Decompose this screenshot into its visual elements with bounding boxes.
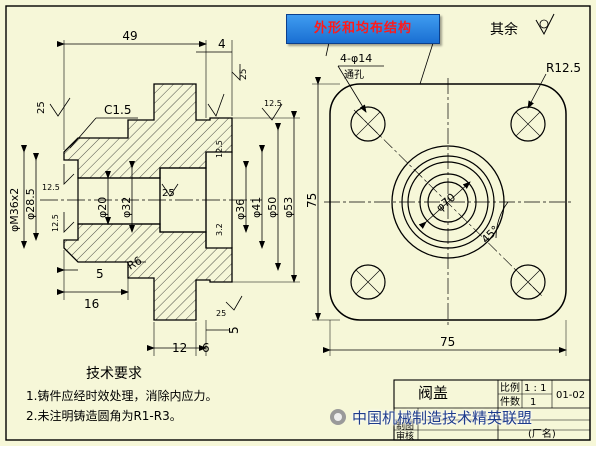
drawing-no: 01-02 <box>556 390 585 401</box>
rough-12-5-b: 12.5 <box>42 183 60 192</box>
draw-label: 制图 <box>396 420 414 432</box>
holes-label: 4-φ14 <box>340 52 372 65</box>
qty-label: 件数 <box>500 395 520 408</box>
dim-49: 49 <box>122 29 137 43</box>
dim-41: φ41 <box>250 197 263 218</box>
dim-28-5: φ28.5 <box>24 188 37 220</box>
section-view: 49 4 C1.5 25 12.5 25 25 12.5 12.5 12.5 3… <box>8 29 300 356</box>
dim-32: φ32 <box>120 197 133 218</box>
dim-6: 6 <box>202 341 210 355</box>
dim-5-left: 5 <box>96 267 104 281</box>
dim-75-vertical: 75 <box>305 193 319 208</box>
technical-notes: 技术要求 1.铸件应经时效处理，消除内应力。 2.未注明铸造圆角为R1-R3。 <box>26 366 217 423</box>
dim-50: φ50 <box>266 197 279 218</box>
dim-53: φ53 <box>282 197 295 218</box>
watermark: 中国机械制造技术精英联盟 <box>330 404 532 430</box>
wechat-icon <box>330 409 346 425</box>
notes-line-2: 2.未注明铸造圆角为R1-R3。 <box>26 408 182 423</box>
callout-banner: 外形和均布结构 <box>286 14 440 44</box>
dim-r12-5: R12.5 <box>546 61 581 75</box>
notes-title: 技术要求 <box>86 366 142 382</box>
watermark-text: 中国机械制造技术精英联盟 <box>352 408 533 427</box>
rough-12-5-a: 12.5 <box>264 99 282 108</box>
rough-25-c: 25 <box>162 188 175 199</box>
rough-3-2: 3.2 <box>215 223 224 236</box>
scale-label: 比例 <box>500 381 520 394</box>
qty-value: 1 <box>530 397 536 408</box>
dim-thread: φM36x2 <box>8 188 21 232</box>
section-upper-hatch <box>63 83 233 179</box>
dim-20: φ20 <box>96 197 109 218</box>
dim-4: 4 <box>218 37 226 51</box>
title-block: 阀盖 比例 1 : 1 件数 1 01-02 制图 审核 (厂名) <box>393 379 591 442</box>
dim-r6: R6 <box>125 254 144 273</box>
dim-75-horizontal: 75 <box>440 335 455 349</box>
notes-line-1: 1.铸件应经时效处理，消除内应力。 <box>26 388 217 403</box>
rough-25-a: 25 <box>36 101 47 114</box>
rough-25-b: 25 <box>239 69 249 80</box>
part-name: 阀盖 <box>418 384 448 402</box>
dim-70: φ70 <box>434 191 459 215</box>
dim-16: 16 <box>84 297 99 311</box>
check-label: 审核 <box>396 430 414 442</box>
scale-value: 1 : 1 <box>524 383 546 394</box>
roughness-symbol-icon <box>535 13 555 36</box>
rough-12-5-d: 12.5 <box>215 140 224 158</box>
rough-25-d: 25 <box>216 309 226 318</box>
surface-rest-label: 其余 <box>490 21 518 38</box>
rough-12-5-c: 12.5 <box>51 214 60 232</box>
end-view: φ70 45° R12.5 4-φ14 通孔 75 75 其余 <box>305 13 581 356</box>
chamfer-label: C1.5 <box>104 103 131 117</box>
bore-20 <box>77 177 161 225</box>
thru-label: 通孔 <box>344 69 364 81</box>
dim-36: φ36 <box>234 199 247 220</box>
sheet-border <box>5 5 591 441</box>
dim-12: 12 <box>172 341 187 355</box>
dim-5-right: 5 <box>227 326 241 334</box>
sheet-label: (厂名) <box>528 427 556 440</box>
